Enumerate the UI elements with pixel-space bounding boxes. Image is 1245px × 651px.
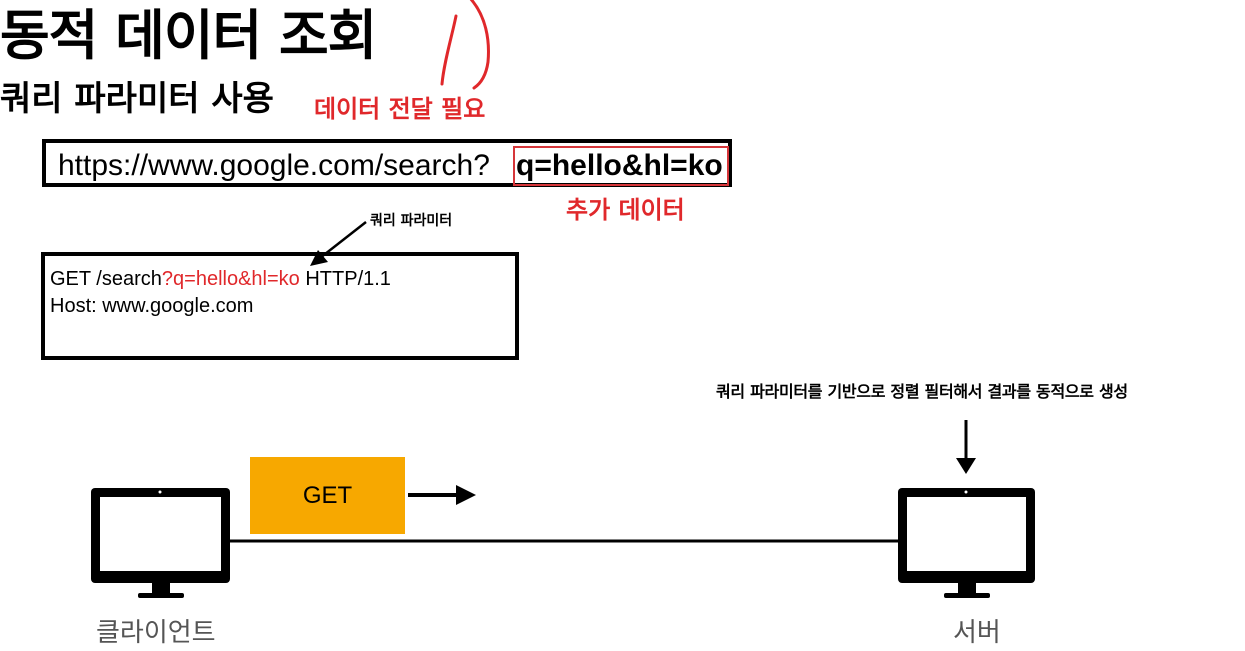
client-label: 클라이언트 <box>96 618 216 648</box>
page-subtitle: 쿼리 파라미터 사용 <box>0 79 274 119</box>
server-monitor-icon <box>898 488 1035 598</box>
data-needed-note: 데이터 전달 필요 <box>314 95 486 123</box>
page-title: 동적 데이터 조회 <box>0 4 377 67</box>
request-line-suffix: HTTP/1.1 <box>299 268 391 290</box>
arrow-down-left-icon <box>310 221 367 266</box>
arrow-right-icon <box>408 485 476 505</box>
request-host-header: Host: www.google.com <box>50 295 254 317</box>
server-processing-note: 쿼리 파라미터를 기반으로 정렬 필터해서 결과를 동적으로 생성 <box>716 382 1128 401</box>
url-box <box>42 139 732 187</box>
client-monitor-icon <box>91 488 230 598</box>
pen-scribble <box>440 0 490 90</box>
http-request-box <box>41 252 519 360</box>
url-base: https://www.google.com/search? <box>58 149 490 182</box>
request-line-query: ?q=hello&hl=ko <box>161 268 300 290</box>
arrow-down-icon <box>956 420 976 474</box>
server-label: 서버 <box>953 618 1001 648</box>
request-line-prefix: GET /search <box>50 268 162 290</box>
extra-data-note: 추가 데이터 <box>566 196 685 224</box>
request-line: GET /search?q=hello&hl=ko HTTP/1.1 <box>50 266 391 292</box>
query-param-label: 쿼리 파라미터 <box>370 213 453 229</box>
url-query: q=hello&hl=ko <box>516 149 723 182</box>
get-method-box: GET <box>250 457 405 534</box>
url-query-highlight <box>513 146 729 186</box>
